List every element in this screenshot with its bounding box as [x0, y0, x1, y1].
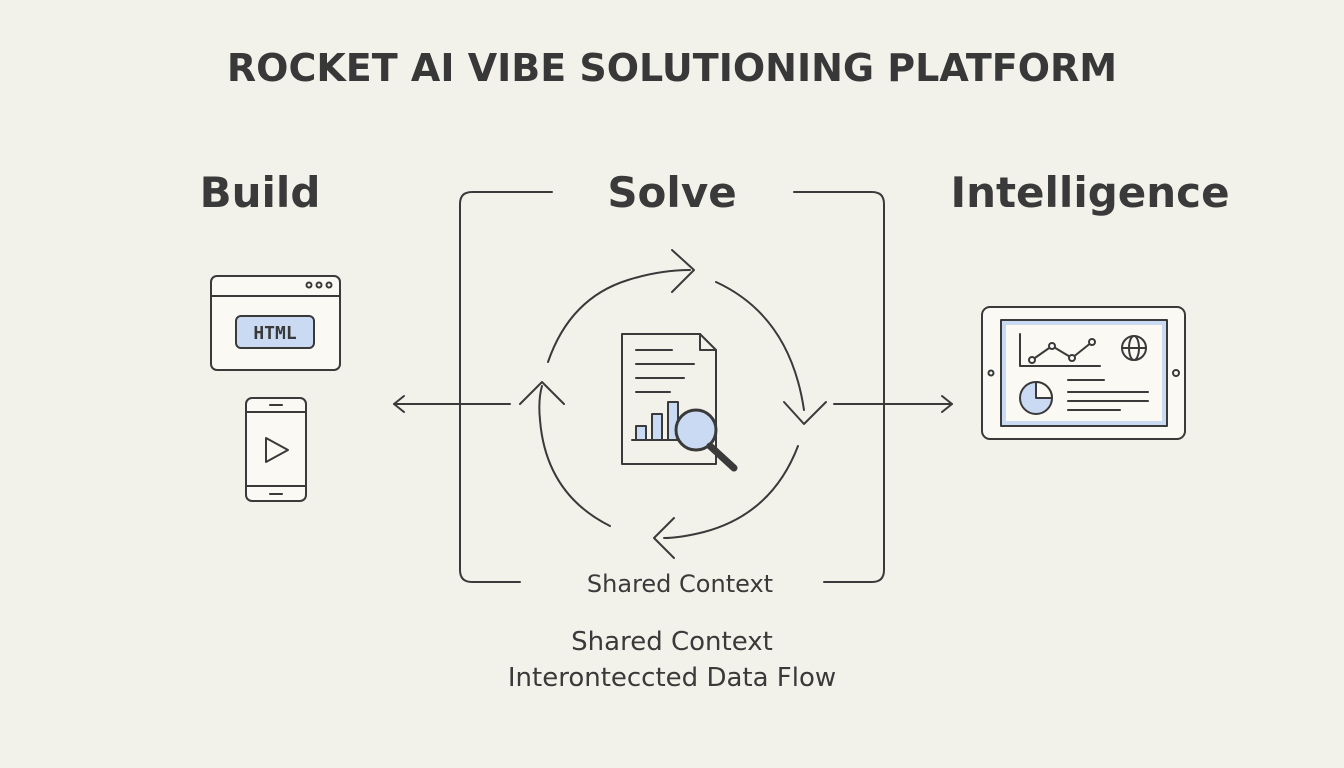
intelligence-heading: Intelligence: [950, 168, 1230, 217]
page-title: ROCKET AI VIBE SOLUTIONING PLATFORM: [226, 46, 1118, 90]
loop-caption: Shared Context: [586, 570, 774, 598]
browser-window-icon: [210, 275, 341, 371]
html-label: HTML: [253, 323, 297, 344]
tablet-dashboard-icon: [981, 306, 1186, 440]
build-heading: Build: [199, 168, 321, 217]
footer-line-1: Shared Context: [571, 627, 773, 657]
arrow-to-build: [393, 395, 511, 413]
cycle-arrows-icon: [519, 249, 827, 559]
solve-bracket-frame: [459, 191, 885, 583]
footer-line-2: Interonteccted Data Flow: [507, 663, 837, 693]
solve-heading: Solve: [607, 168, 737, 217]
arrow-to-intelligence: [833, 395, 953, 413]
mobile-play-icon: [245, 397, 307, 502]
document-chart-search-icon: [621, 333, 738, 472]
